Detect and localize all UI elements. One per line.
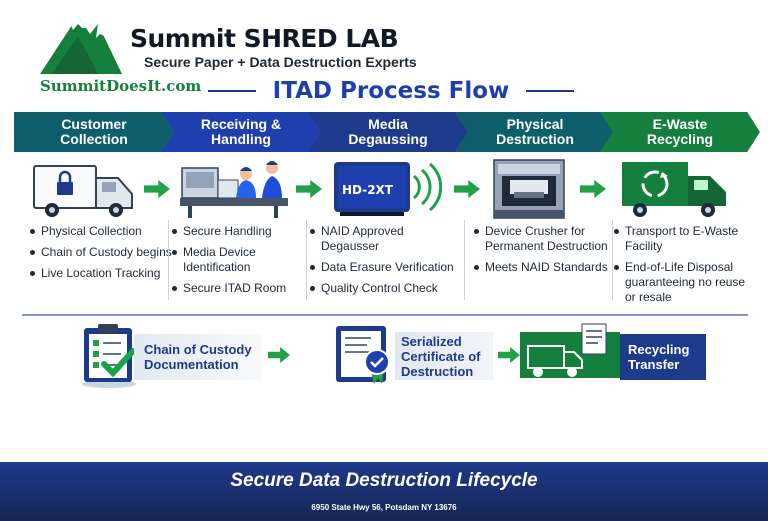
list-item: Media Device Identification — [172, 245, 308, 275]
list-item: Secure Handling — [172, 224, 308, 239]
list-item: Transport to E-Waste Facility — [614, 224, 754, 254]
brand-website[interactable]: SummitDoesIt.com — [40, 77, 202, 95]
stage-4-details: Device Crusher for Permanent Destruction… — [474, 224, 614, 281]
list-item: Data Erasure Verification — [310, 260, 464, 275]
mountain-logo-icon — [40, 16, 122, 74]
brand-name: Summit SHRED LAB — [130, 24, 399, 53]
title-rule-right — [526, 90, 574, 92]
footer-banner: Secure Data Destruction Lifecycle 6950 S… — [0, 462, 768, 521]
crusher-machine-icon — [493, 159, 565, 219]
footer-address: 6950 State Hwy 56, Potsdam NY 13676 — [311, 503, 457, 512]
transfer-truck-icon — [520, 323, 620, 378]
list-item: Physical Collection — [30, 224, 172, 239]
stage-5-details: Transport to E-Waste Facility End-of-Lif… — [614, 224, 754, 311]
column-divider — [168, 220, 169, 300]
list-item: Secure ITAD Room — [172, 281, 308, 296]
column-divider — [612, 220, 613, 300]
stage-2-details: Secure Handling Media Device Identificat… — [172, 224, 308, 302]
list-item: Device Crusher for Permanent Destruction — [474, 224, 614, 254]
device-model-label: HD-2XT — [342, 183, 394, 197]
truck-lock-icon — [33, 165, 133, 217]
title-rule-left — [208, 90, 256, 92]
stage-3-details: NAID Approved Degausser Data Erasure Ver… — [310, 224, 464, 302]
list-item: Quality Control Check — [310, 281, 464, 296]
stage-1-details: Physical Collection Chain of Custody beg… — [30, 224, 172, 287]
flow-arrow-3 — [454, 180, 480, 198]
list-item: Live Location Tracking — [30, 266, 172, 281]
workstation-technicians-icon — [180, 161, 288, 218]
footer-title: Secure Data Destruction Lifecycle — [230, 470, 538, 491]
stage-receiving-handling: Receiving &Handling — [161, 112, 321, 152]
section-divider — [22, 314, 748, 316]
column-divider — [464, 220, 465, 300]
recycling-truck-icon — [622, 162, 726, 217]
list-item: NAID Approved Degausser — [310, 224, 464, 254]
flow-arrow-4 — [580, 180, 606, 198]
list-item: End-of-Life Disposal guaranteeing no reu… — [614, 260, 754, 305]
page-title: ITAD Process Flow — [272, 78, 510, 104]
brand-tagline: Secure Paper + Data Destruction Experts — [144, 54, 417, 70]
doc-flow-arrow-1 — [268, 347, 290, 363]
flow-arrow-1 — [144, 180, 170, 198]
column-divider — [306, 220, 307, 300]
doc-flow-arrow-2 — [498, 347, 520, 363]
stage-label: Receiving &Handling — [200, 116, 282, 147]
certificate-seal-icon — [336, 326, 390, 384]
degausser-device-icon: HD-2XT — [334, 162, 442, 216]
flow-arrow-2 — [296, 180, 322, 198]
clipboard-checklist-icon — [82, 324, 136, 388]
list-item: Chain of Custody begins — [30, 245, 172, 260]
list-item: Meets NAID Standards — [474, 260, 614, 275]
